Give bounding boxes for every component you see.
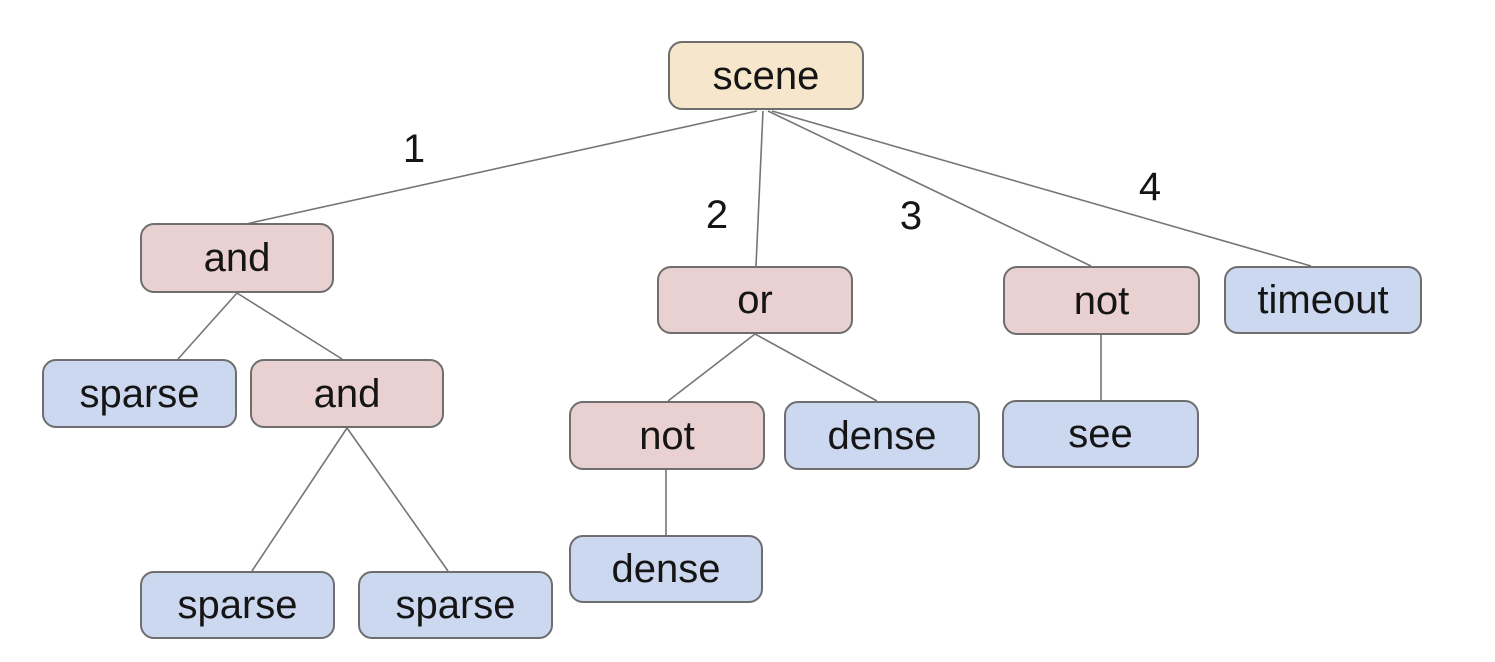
node-dense-1[interactable]: dense	[784, 401, 980, 470]
edge-scene-not	[767, 110, 1092, 267]
node-see[interactable]: see	[1002, 400, 1199, 468]
node-sparse-3-label: sparse	[395, 583, 516, 627]
node-or-label: or	[737, 278, 773, 322]
node-dense-2[interactable]: dense	[569, 535, 763, 603]
node-and-2[interactable]: and	[250, 359, 444, 428]
node-dense-1-label: dense	[827, 413, 937, 458]
node-scene-label: scene	[712, 53, 820, 98]
node-sparse-1-label: sparse	[79, 371, 200, 416]
node-timeout[interactable]: timeout	[1224, 266, 1422, 334]
edge-or-not	[667, 333, 756, 402]
edge-label-2: 2	[705, 193, 729, 237]
node-sparse-2[interactable]: sparse	[140, 571, 335, 639]
node-and-2-label: and	[313, 371, 381, 416]
node-sparse-2-label: sparse	[177, 583, 298, 627]
node-not-2-label: not	[639, 413, 695, 458]
node-not-1-label: not	[1073, 278, 1130, 323]
edge-scene-or	[755, 110, 764, 267]
edge-scene-and	[245, 110, 758, 225]
node-sparse-3[interactable]: sparse	[358, 571, 553, 639]
node-scene[interactable]: scene	[668, 41, 864, 110]
node-or[interactable]: or	[657, 266, 853, 334]
edge-label-1: 1	[402, 127, 426, 171]
edge-scene-timeout	[771, 110, 1312, 267]
node-see-label: see	[1068, 412, 1133, 456]
edge-and2-sparse2	[346, 427, 449, 572]
edge-label-3: 3	[899, 194, 923, 238]
node-dense-2-label: dense	[611, 547, 721, 591]
edge-and-and	[236, 292, 343, 360]
node-timeout-label: timeout	[1257, 278, 1389, 322]
node-not-2[interactable]: not	[569, 401, 765, 470]
node-and-1-label: and	[203, 236, 271, 280]
edge-label-4: 4	[1138, 165, 1162, 209]
node-and-1[interactable]: and	[140, 223, 334, 293]
node-not-1[interactable]: not	[1003, 266, 1200, 335]
node-sparse-1[interactable]: sparse	[42, 359, 237, 428]
edge-and-sparse	[177, 292, 238, 360]
edge-or-dense	[754, 333, 878, 402]
edge-and2-sparse	[251, 427, 348, 572]
